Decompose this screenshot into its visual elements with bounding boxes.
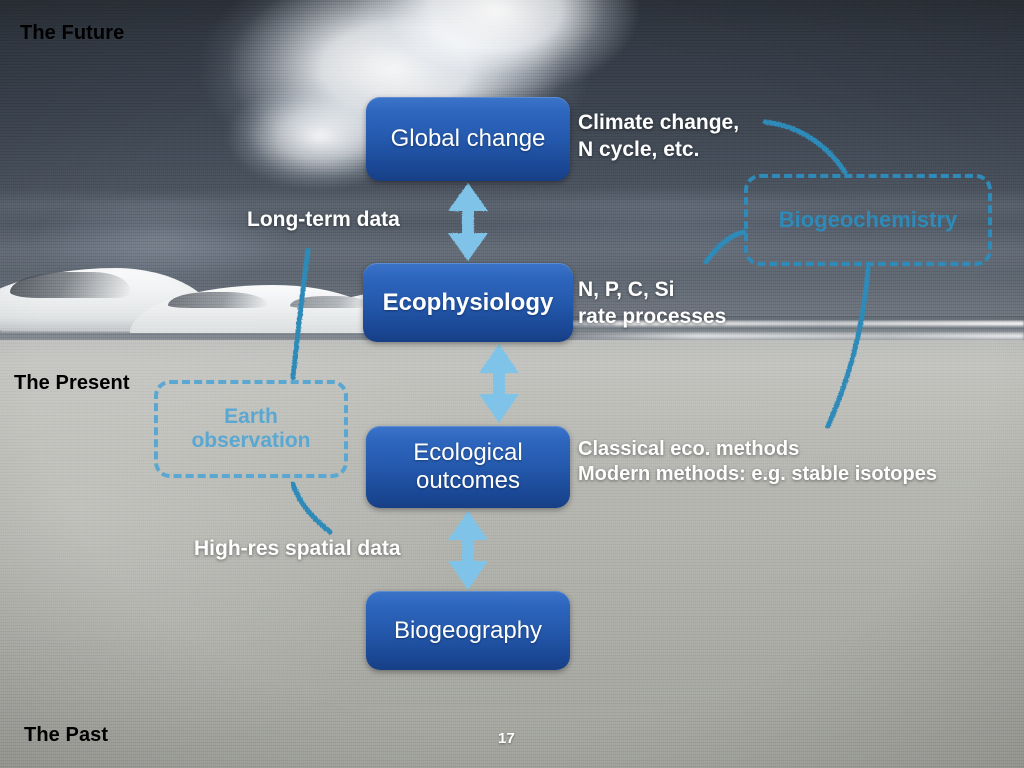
node-ecophysiology[interactable]: Ecophysiology bbox=[363, 263, 573, 342]
node-global-change-label: Global change bbox=[390, 125, 546, 153]
dune-shadow-left bbox=[10, 272, 130, 298]
node-ecological-outcomes[interactable]: Ecological outcomes bbox=[366, 426, 570, 508]
annotation-long-term-data: Long-term data bbox=[247, 208, 400, 231]
node-biogeography[interactable]: Biogeography bbox=[366, 591, 570, 670]
era-label-future: The Future bbox=[20, 22, 125, 44]
ghost-node-earth-observation-label: Earth observation bbox=[191, 405, 311, 452]
surf-line-far bbox=[520, 321, 1024, 326]
annotation-climate-change: Climate change, N cycle, etc. bbox=[578, 111, 740, 161]
ghost-node-biogeochemistry-label: Biogeochemistry bbox=[778, 206, 958, 232]
era-label-past: The Past bbox=[24, 724, 109, 746]
slide-number: 17 bbox=[498, 730, 515, 747]
node-biogeography-label: Biogeography bbox=[393, 616, 543, 644]
annotation-nutrients-rate-processes: N, P, C, Si rate processes bbox=[578, 278, 727, 328]
dune-shadow-mid bbox=[168, 292, 268, 308]
node-ecophysiology-label: Ecophysiology bbox=[382, 288, 554, 316]
cloud-haze-right bbox=[430, 170, 910, 260]
ghost-node-earth-observation[interactable]: Earth observation bbox=[154, 380, 348, 478]
ghost-node-biogeochemistry[interactable]: Biogeochemistry bbox=[744, 174, 992, 266]
surf-line-mid bbox=[560, 333, 1024, 339]
node-global-change[interactable]: Global change bbox=[366, 97, 570, 181]
annotation-high-res-spatial-data: High-res spatial data bbox=[194, 537, 401, 560]
node-ecological-outcomes-label: Ecological outcomes bbox=[413, 439, 523, 494]
era-label-present: The Present bbox=[14, 372, 130, 394]
annotation-eco-methods: Classical eco. methods Modern methods: e… bbox=[578, 438, 937, 486]
